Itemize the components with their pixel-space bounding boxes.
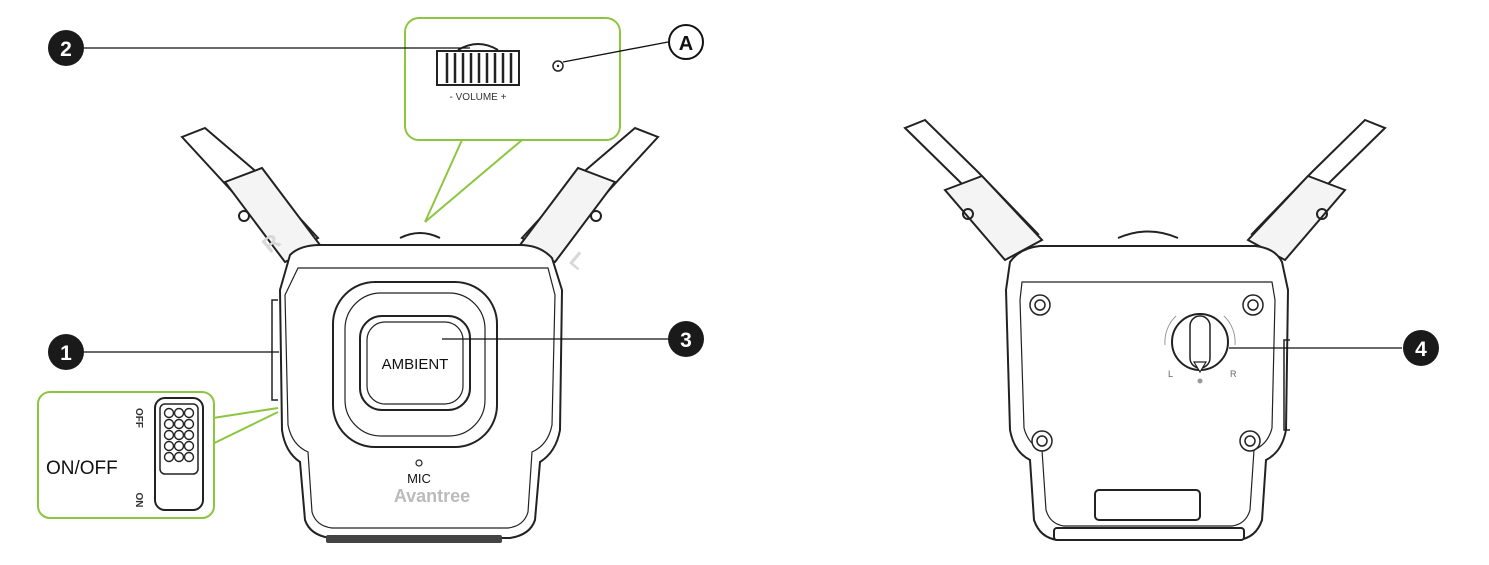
callout-4: 4: [1403, 330, 1439, 366]
back-screws: [1029, 294, 1264, 452]
switch-inset: OFF ON ON/OFF: [37, 391, 279, 519]
dial-label-l: L: [1168, 369, 1173, 379]
front-strap-right: R: [180, 126, 322, 264]
callout-2-number: 2: [60, 38, 72, 61]
back-strap-left: [1246, 118, 1387, 262]
battery-cover-dial: L R: [1164, 313, 1237, 384]
dial-label-r: R: [1230, 369, 1237, 379]
callout-2: 2: [48, 30, 84, 66]
mic-label: MIC: [407, 471, 431, 486]
callout-a: A: [668, 24, 704, 60]
switch-off-label: OFF: [133, 408, 144, 428]
callout-1: 1: [48, 334, 84, 370]
back-device: L R: [903, 118, 1387, 541]
back-strap-right: [903, 118, 1044, 262]
volume-label: - VOLUME +: [450, 92, 507, 103]
callout-4-number: 4: [1415, 338, 1427, 361]
switch-on-label: ON: [133, 493, 144, 508]
callout-1-number: 1: [60, 342, 72, 365]
front-device: R L AMBIENT MIC Avantree: [180, 126, 660, 543]
strap-label-l: L: [565, 247, 591, 275]
callout-3-number: 3: [680, 329, 692, 352]
callout-3: 3: [668, 321, 704, 357]
brand-logo: Avantree: [394, 486, 470, 506]
callout-leaders: [84, 41, 1402, 353]
callout-a-letter: A: [679, 33, 693, 55]
ambient-button-label: AMBIENT: [382, 356, 449, 373]
switch-title: ON/OFF: [46, 458, 118, 479]
